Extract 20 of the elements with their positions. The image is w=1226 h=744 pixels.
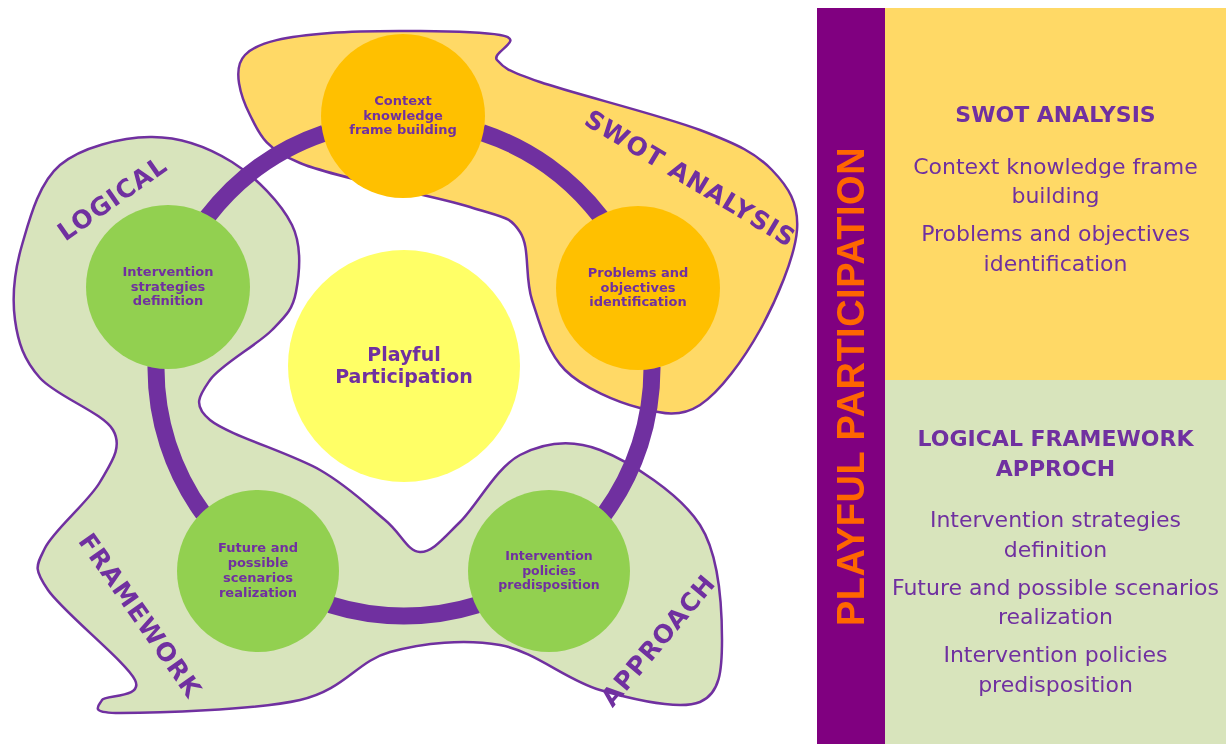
summary-panel bbox=[885, 380, 1226, 744]
panel-heading: SWOT ANALYSIS bbox=[954, 101, 1157, 129]
stage-label: Intervention strategies definition bbox=[121, 264, 215, 310]
stage-label: Context knowledge frame building bbox=[348, 93, 458, 139]
ring-connector bbox=[147, 365, 211, 519]
panel-heading: LOGICAL FRAMEWORK APPROCH bbox=[916, 425, 1195, 483]
stage-label: Problems and objectives identification bbox=[586, 265, 690, 311]
panel-item: Intervention strategies definition bbox=[928, 506, 1183, 565]
panel-item: Problems and objectives identification bbox=[920, 220, 1191, 278]
ring-connector bbox=[327, 596, 480, 625]
stage-label: Future and possible scenarios realization bbox=[216, 541, 299, 601]
band-title: PLAYFUL PARTICIPATION bbox=[829, 146, 873, 626]
stage-label: Playful Participation bbox=[334, 344, 474, 388]
vertical-band bbox=[817, 8, 885, 744]
summary-panel bbox=[885, 8, 1226, 380]
panel-item: Intervention policies predisposition bbox=[942, 641, 1169, 699]
stage-label: Intervention policies predisposition bbox=[497, 549, 601, 593]
ring-connector bbox=[597, 366, 661, 519]
panel-item: Future and possible scenarios realization bbox=[890, 573, 1221, 632]
panel-item: Context knowledge frame building bbox=[912, 152, 1199, 211]
